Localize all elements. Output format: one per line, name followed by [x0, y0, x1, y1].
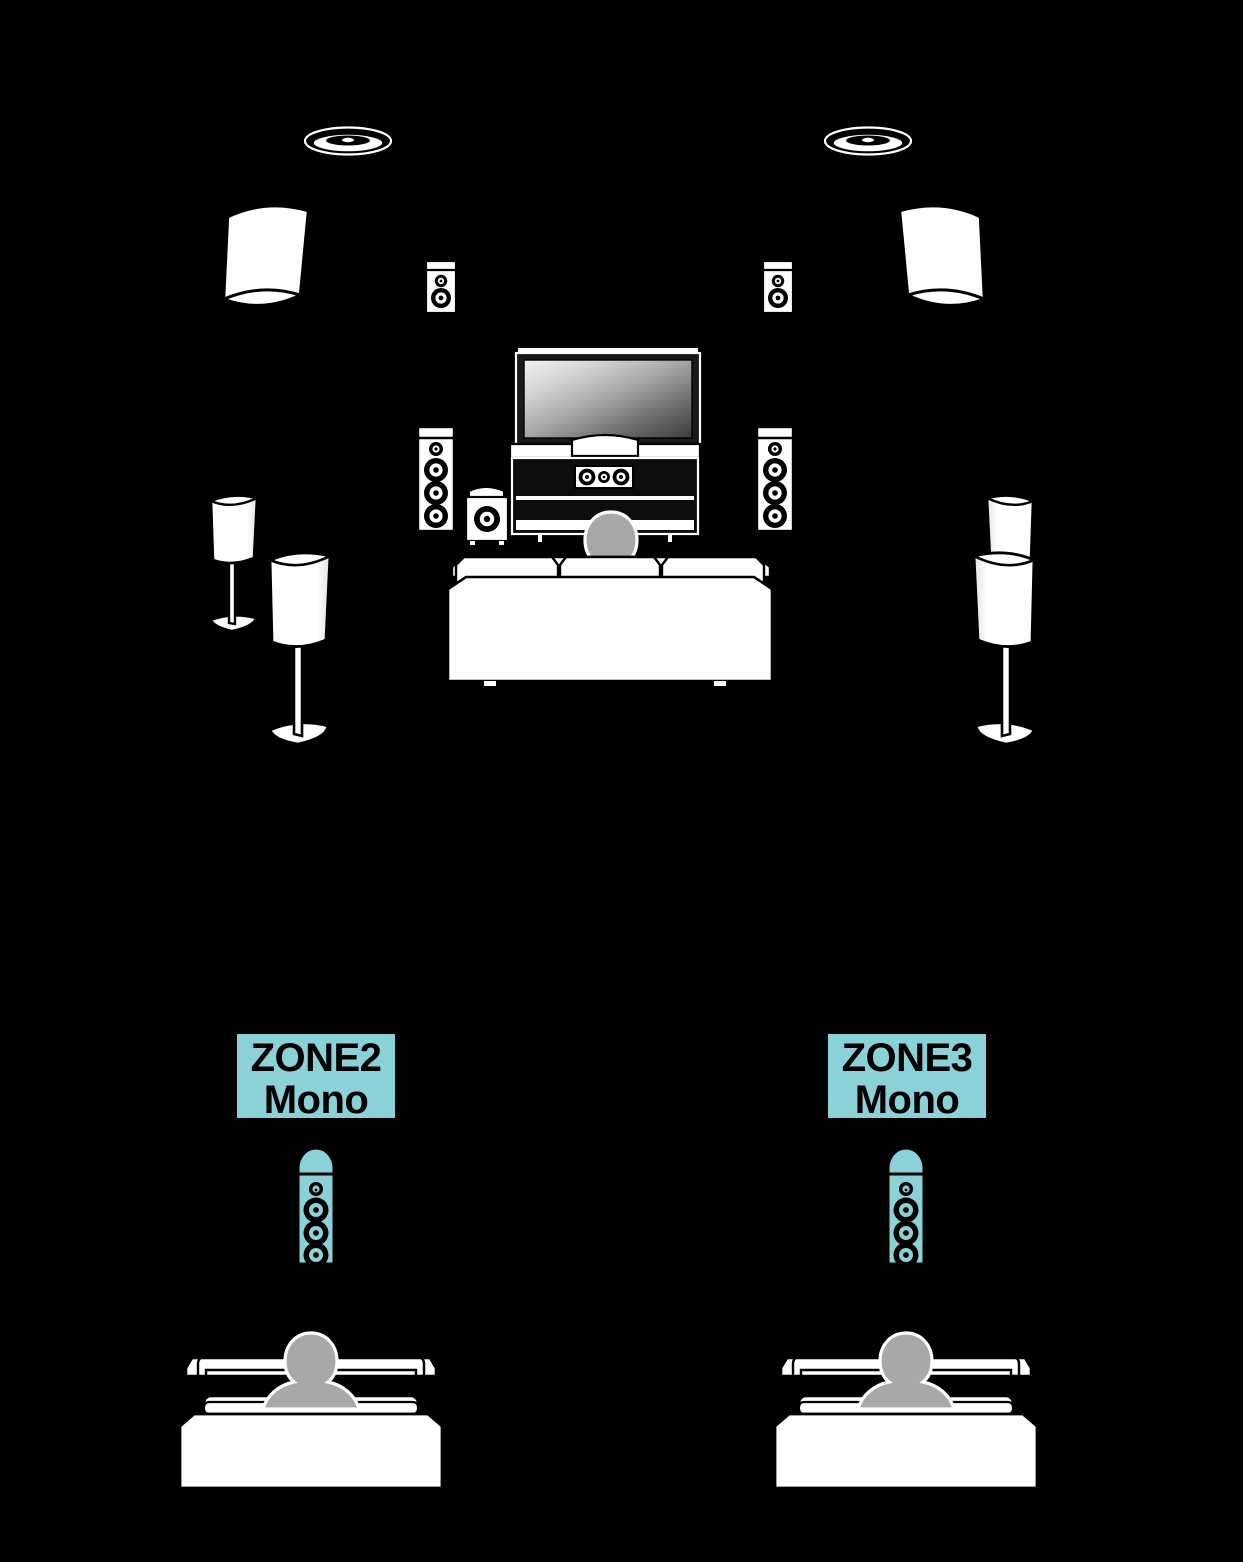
zone2-label: ZONE2 Mono — [235, 1032, 397, 1120]
zone2-subtitle: Mono — [263, 1078, 369, 1122]
wall-speaker-right — [761, 259, 795, 315]
center-channel-speaker — [574, 465, 634, 489]
zone2-title: ZONE2 — [250, 1036, 382, 1080]
subwoofer — [464, 486, 510, 545]
height-speaker-left — [222, 204, 310, 307]
front-tower-right — [755, 425, 795, 533]
ceiling-speaker-left — [303, 126, 393, 156]
wall-speaker-left — [424, 259, 458, 315]
zone2-speaker — [296, 1146, 336, 1269]
height-speaker-right — [898, 204, 986, 307]
front-tower-left — [416, 425, 456, 533]
zone3-subtitle: Mono — [854, 1078, 960, 1122]
zone3-label: ZONE3 Mono — [826, 1032, 988, 1120]
tv-screen — [523, 359, 693, 439]
zone3-speaker — [886, 1146, 926, 1269]
ceiling-speaker-right — [823, 126, 913, 156]
main-zone-sofa — [446, 555, 774, 686]
television — [514, 348, 702, 447]
zone3-title: ZONE3 — [841, 1036, 973, 1080]
